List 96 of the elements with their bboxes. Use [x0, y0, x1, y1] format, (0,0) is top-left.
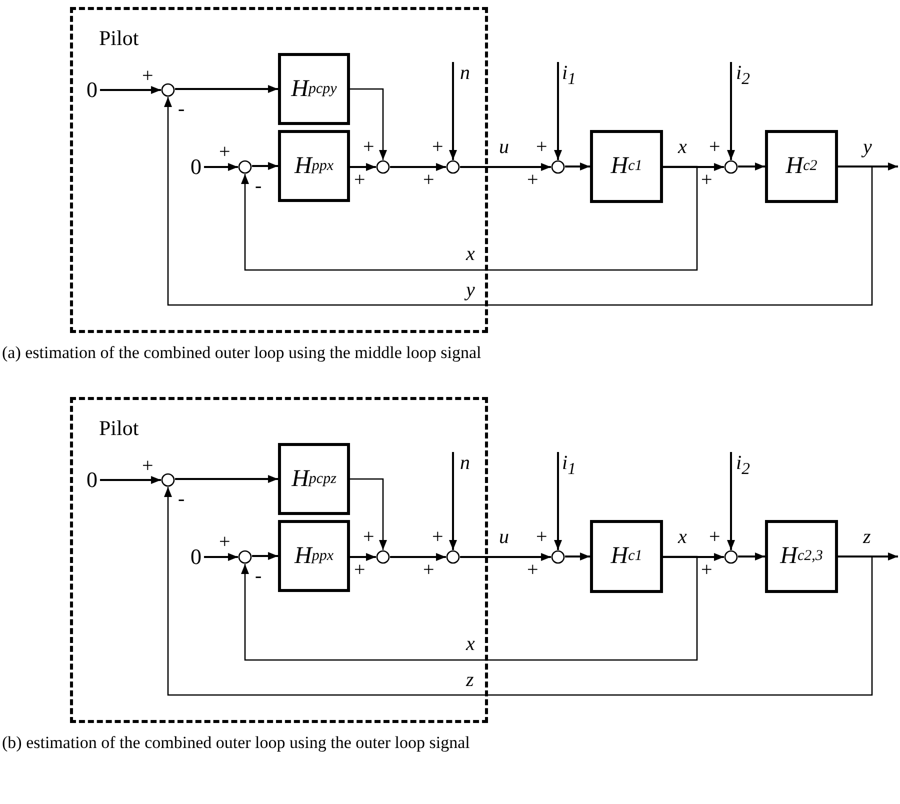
- arrow: [727, 62, 735, 160]
- signal-label: x: [466, 244, 475, 264]
- arrow: [738, 162, 765, 170]
- sign-label: +: [701, 560, 712, 580]
- arrow: [350, 88, 387, 160]
- signal-label: i$_{2}$: [736, 453, 750, 478]
- sign-label: -: [178, 489, 185, 509]
- input-value: 0: [84, 79, 100, 101]
- group-title: Pilot: [99, 416, 139, 441]
- arrow: [204, 553, 238, 561]
- arrow: [738, 552, 765, 560]
- arrow: [460, 163, 551, 171]
- sign-label: -: [255, 176, 262, 196]
- summing-junction: [161, 83, 175, 97]
- caption: (b) estimation of the combined outer loop using the outer loop signal: [2, 734, 470, 751]
- signal-label: i$_{1}$: [562, 63, 576, 88]
- signal-label: n: [460, 63, 470, 83]
- arrow: [204, 163, 238, 171]
- sign-label: +: [354, 170, 366, 190]
- summing-junction: [724, 160, 738, 174]
- arrow: [252, 162, 278, 170]
- signal-label: y: [863, 137, 872, 157]
- sign-label: +: [423, 560, 434, 580]
- arrow: [164, 487, 873, 696]
- arrow: [350, 478, 387, 550]
- sign-label: +: [142, 66, 154, 86]
- arrow: [449, 452, 457, 550]
- sign-label: +: [432, 137, 444, 157]
- summing-junction: [161, 473, 175, 487]
- arrow: [100, 476, 161, 484]
- arrow: [390, 163, 446, 171]
- sign-label: +: [219, 532, 230, 552]
- arrow: [663, 163, 724, 171]
- signal-label: u: [499, 137, 509, 157]
- summing-junction: [376, 550, 390, 564]
- sign-label: +: [363, 527, 374, 547]
- arrow: [727, 452, 735, 550]
- sign-label: +: [423, 170, 434, 190]
- arrow: [565, 552, 590, 560]
- signal-label: u: [499, 527, 509, 547]
- signal-label: x: [466, 634, 475, 654]
- signal-label: x: [678, 137, 687, 157]
- arrow: [350, 163, 376, 171]
- arrow: [838, 552, 898, 560]
- signal-label: y: [466, 280, 475, 300]
- arrow: [241, 556, 698, 661]
- sign-label: -: [178, 99, 185, 119]
- arrow: [175, 85, 278, 93]
- pilot-boundary: [70, 397, 488, 723]
- summing-junction: [551, 550, 565, 564]
- arrow: [663, 553, 724, 561]
- sign-label: +: [142, 456, 154, 476]
- sign-label: +: [219, 142, 230, 162]
- arrow: [554, 62, 562, 160]
- signal-label: n: [460, 453, 470, 473]
- sign-label: +: [527, 170, 538, 190]
- input-value: 0: [84, 469, 100, 491]
- sign-label: +: [536, 137, 548, 157]
- input-value: 0: [188, 546, 204, 568]
- signal-label: i$_{2}$: [736, 63, 750, 88]
- arrow: [241, 166, 698, 271]
- signal-label: i$_{1}$: [562, 453, 576, 478]
- sign-label: +: [354, 560, 366, 580]
- summing-junction: [551, 160, 565, 174]
- sign-label: +: [363, 137, 374, 157]
- arrow: [252, 552, 278, 560]
- sign-label: +: [709, 137, 720, 157]
- arrow: [565, 162, 590, 170]
- sign-label: +: [432, 527, 444, 547]
- signal-label: z: [863, 527, 871, 547]
- arrow: [175, 475, 278, 483]
- summing-junction: [724, 550, 738, 564]
- summing-junction: [446, 160, 460, 174]
- signal-label: x: [678, 527, 687, 547]
- arrow: [100, 86, 161, 94]
- pilot-boundary: [70, 7, 488, 333]
- arrow: [390, 553, 446, 561]
- summing-junction: [446, 550, 460, 564]
- caption: (a) estimation of the combined outer loop using the middle loop signal: [2, 344, 482, 361]
- group-title: Pilot: [99, 26, 139, 51]
- sign-label: +: [701, 170, 712, 190]
- arrow: [164, 97, 873, 306]
- signal-label: z: [466, 670, 474, 690]
- summing-junction: [238, 160, 252, 174]
- arrow: [449, 62, 457, 160]
- arrow: [554, 452, 562, 550]
- sign-label: +: [709, 527, 720, 547]
- arrow: [350, 553, 376, 561]
- arrow: [460, 553, 551, 561]
- sign-label: -: [255, 566, 262, 586]
- input-value: 0: [188, 156, 204, 178]
- arrow: [838, 162, 898, 170]
- summing-junction: [376, 160, 390, 174]
- summing-junction: [238, 550, 252, 564]
- sign-label: +: [536, 527, 548, 547]
- sign-label: +: [527, 560, 538, 580]
